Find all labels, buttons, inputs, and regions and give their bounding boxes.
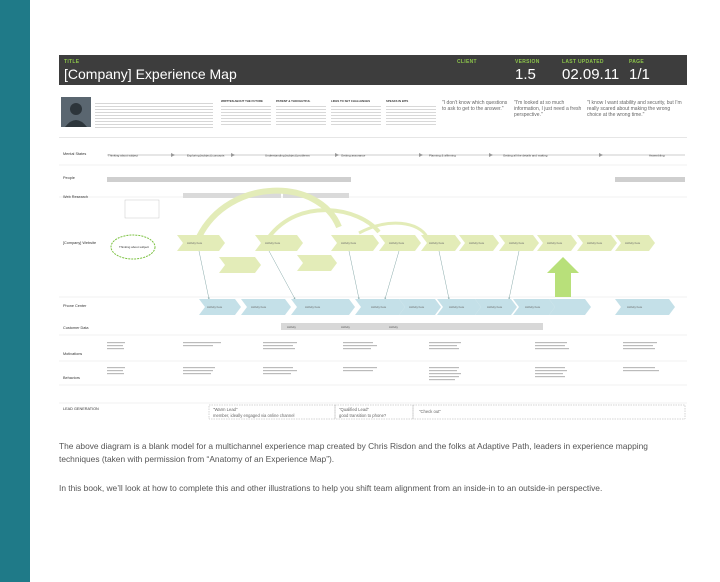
persona-quote: "I know I want stability and security, b… xyxy=(587,100,682,118)
research-bar xyxy=(183,193,281,198)
row-label-mental-states: Mental States xyxy=(63,152,87,156)
cloud-label: Thinking about subject xyxy=(119,245,149,249)
phone-arrows xyxy=(199,299,675,315)
lead-box-checkout xyxy=(412,404,686,420)
activity-label: Activity here xyxy=(449,305,465,309)
activity-label: Activity here xyxy=(625,241,641,245)
trait-heading: LIKES TO SET CHALLENGES xyxy=(331,99,371,103)
website-arrows xyxy=(177,235,655,273)
persona-avatar xyxy=(61,97,91,127)
stage-label: Thinking about subject xyxy=(108,154,138,158)
trait-heading: WRITTEN ABOUT THE FUTURE xyxy=(221,99,263,103)
customer-data-item: Activity xyxy=(389,325,398,329)
caption-paragraph: The above diagram is a blank model for a… xyxy=(59,441,648,464)
lead-warm-desc: member, ideally engaged via online chann… xyxy=(213,413,295,418)
version-label: VERSION xyxy=(515,59,540,65)
version-value: 1.5 xyxy=(515,66,536,83)
row-label-behaviors: Behaviors xyxy=(63,376,80,380)
persona-quote: "I don't know which questions to ask to … xyxy=(442,100,508,112)
activity-label: Activity here xyxy=(265,241,281,245)
people-bar xyxy=(615,177,685,182)
stage-label: Getting assurance xyxy=(341,154,366,158)
title-label: TITLE xyxy=(64,59,80,65)
research-bar xyxy=(283,193,349,198)
people-bar xyxy=(107,177,351,182)
map-title: [Company] Experience Map xyxy=(64,66,237,82)
caption-paragraph: In this book, we’ll look at how to compl… xyxy=(59,483,603,493)
page-value: 1/1 xyxy=(629,66,650,83)
persona-quote: "I'm looked at so much information, I ju… xyxy=(514,100,582,118)
updated-value: 02.09.11 xyxy=(562,66,620,83)
trait-heading: SPEAKS IN BITS xyxy=(386,99,409,103)
teal-sidebar xyxy=(0,0,30,582)
stage-label: Getting all the details and making xyxy=(503,154,548,158)
row-label-website: [Company] Website xyxy=(63,241,97,245)
persona-traits: WRITTEN ABOUT THE FUTURE PATIENT & THOUG… xyxy=(221,99,441,129)
experience-map: TITLE [Company] Experience Map CLIENT VE… xyxy=(59,55,687,423)
stage-label: Planning & affirming xyxy=(429,154,456,158)
stage-label: Assembling xyxy=(649,154,665,158)
stage-label: Understanding [subject] problems xyxy=(265,154,310,158)
activity-label: Activity here xyxy=(487,305,503,309)
activity-label: Activity here xyxy=(305,305,321,309)
customer-data-item: Activity xyxy=(287,325,296,329)
row-label-customer-data: Customer Data xyxy=(63,326,89,330)
activity-label: Activity here xyxy=(341,241,357,245)
activity-label: Activity here xyxy=(409,305,425,309)
activity-label: Activity here xyxy=(429,241,445,245)
row-label-web-research: Web Research xyxy=(63,195,89,199)
activity-label: Activity here xyxy=(389,241,405,245)
activity-label: Activity here xyxy=(187,241,203,245)
activity-label: Activity here xyxy=(627,305,643,309)
updated-label: LAST UPDATED xyxy=(562,59,604,65)
page-label: PAGE xyxy=(629,59,644,65)
stage-label: Exploring [subject] concepts xyxy=(187,154,225,158)
lead-checkout: "Check out" xyxy=(419,409,441,414)
row-label-phone-center: Phone Center xyxy=(63,304,87,308)
client-label: CLIENT xyxy=(457,59,477,65)
activity-label: Activity here xyxy=(509,241,525,245)
activity-label: Activity here xyxy=(371,305,387,309)
activity-label: Activity here xyxy=(207,305,223,309)
lead-qualified-desc: good transition to phone? xyxy=(339,413,387,418)
activity-label: Activity here xyxy=(587,241,603,245)
row-label-lead-generation: LEAD GENERATION xyxy=(63,407,99,411)
transition-arrow xyxy=(547,257,579,297)
map-header: TITLE [Company] Experience Map CLIENT VE… xyxy=(59,55,687,85)
trait-heading: PATIENT & THOUGHTFUL xyxy=(276,99,311,103)
row-label-people: People xyxy=(63,176,75,180)
persona-bio xyxy=(95,101,213,129)
person-icon xyxy=(65,103,87,127)
customer-data-item: Activity xyxy=(341,325,350,329)
activity-label: Activity here xyxy=(547,241,563,245)
activity-label: Activity here xyxy=(251,305,267,309)
lead-warm-title: "Warm Lead" xyxy=(213,407,238,412)
row-label-motivations: Motivations xyxy=(63,352,83,356)
lead-qualified-title: "Qualified Lead" xyxy=(339,407,369,412)
note-box xyxy=(124,199,160,219)
lead-box-warm xyxy=(208,404,336,420)
thought-cloud: Thinking about subject xyxy=(110,234,156,260)
customer-data-bar xyxy=(281,323,543,330)
activity-label: Activity here xyxy=(525,305,541,309)
activity-label: Activity here xyxy=(469,241,485,245)
journey-diagram: Thinking about subject Exploring [subjec… xyxy=(59,137,687,420)
